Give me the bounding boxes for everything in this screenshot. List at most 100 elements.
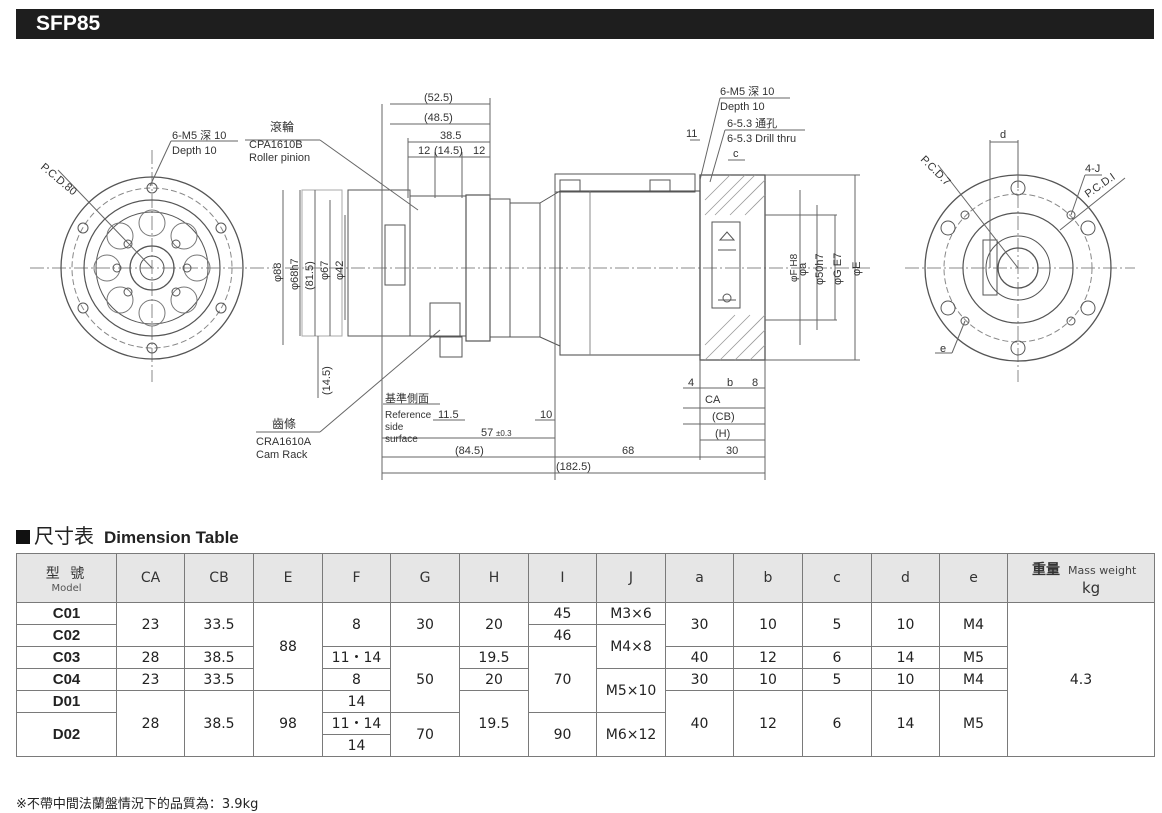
cell-d: 10 [871,602,940,647]
dim-12b: 12 [473,145,485,157]
header-d: d [871,553,940,603]
dim-phi68h7: φ68h7 [289,258,301,290]
table-row: D01 98 [16,690,1155,757]
dim-phi67: φ67 [319,261,331,280]
cell-model-c04: C04 [16,668,117,691]
label-pcd7: P.C.D.7 [918,154,953,189]
dim-48-5: (48.5) [424,112,453,124]
cell-cb: 33.5 [184,602,254,647]
cell-ca: 28 [116,690,185,757]
header-ca: CA [116,553,185,603]
cell-g: 50 [390,646,460,713]
cell-b: 12 [733,646,803,669]
cell-a: 30 [665,668,734,691]
cell-model-c01: C01 [16,602,117,625]
cell-i: 45 [528,602,597,625]
header-j: J [596,553,666,603]
technical-drawing: P.C.D.80 6-M5 深 10 Depth 10 滾輪 CPA1610B … [30,85,1135,480]
label-4j: 4-J [1085,163,1100,175]
header-e-upper: E [253,553,323,603]
label-roller-en: Roller pinion [249,152,310,164]
dim-H: (H) [715,428,730,440]
dim-CB: (CB) [712,411,735,423]
dim-CA: CA [705,394,721,406]
label-rack-en: Cam Rack [256,449,308,461]
dim-b: b [727,377,733,389]
cell-i: 70 [528,646,597,713]
cell-a: 40 [665,646,734,669]
dim-phiE: φE [851,262,863,276]
cell-model-c02: C02 [16,624,117,647]
dim-57-tol: ±0.3 [496,429,512,438]
dim-phiG: φG E7 [832,253,844,285]
cell-e-upper: 98 [253,690,323,757]
header-b: b [733,553,803,603]
table-row: C04 23 33.5 8 20 M5×10 30 10 5 10 M4 [16,668,1155,713]
cell-h: 20 [459,668,529,691]
header-h: H [459,553,529,603]
cell-d: 14 [871,690,940,757]
cell-c: 6 [802,646,872,669]
table-row: C01 23 33.5 88 8 30 20 45 M3×6 30 10 5 1… [16,602,1155,757]
footnote: ※不帶中間法蘭盤情況下的品質為：3.9kg [16,797,259,812]
cell-d: 10 [871,668,940,691]
square-bullet-icon [16,530,30,544]
cell-i: 46 [528,624,597,647]
cell-b: 10 [733,602,803,647]
product-title-bar: SFP85 [16,9,1154,39]
dim-phi50h7: φ50h7 [814,253,826,285]
cell-j: M4×8 [596,624,666,669]
dim-12a: 12 [418,145,430,157]
cell-mass: 4.3 [1007,602,1155,757]
cell-model-c03: C03 [16,646,117,669]
header-f: F [322,553,391,603]
dim-30: 30 [726,445,738,457]
dim-phiF: φF H8 [789,253,800,282]
table-row: D02 M6×12 [16,712,1155,757]
cell-ca: 23 [116,602,185,647]
cell-c: 6 [802,690,872,757]
label-ref-zh: 基準側面 [385,391,429,405]
dim-c: c [733,148,739,160]
cell-h: 20 [459,602,529,647]
header-g: G [390,553,460,603]
header-e-lower: e [939,553,1008,603]
dim-d: d [1000,129,1006,141]
dim-57: 57 [481,427,493,439]
label-pcdi: P.C.D.I [1083,171,1118,200]
front-view-right [905,140,1135,382]
cell-e: M4 [939,602,1008,647]
cell-model-d02: D02 [16,712,117,757]
cell-f: 14 [322,690,391,713]
label-rack-zh: 齒條 [272,417,296,431]
table-row: 14 [17,734,1155,757]
cell-cb: 33.5 [184,668,254,691]
cell-a: 40 [665,690,734,757]
dim-phi88: φ88 [272,263,284,282]
dim-phi42: φ42 [334,261,346,280]
cell-f: 11・14 [322,712,391,735]
header-a: a [665,553,734,603]
dim-phia: φa [797,262,809,276]
header-c: c [802,553,872,603]
front-view-left [30,140,275,382]
label-depth-flange: Depth 10 [720,101,765,113]
cell-f: 8 [322,602,391,647]
dim-4: 4 [688,377,694,389]
cell-ca: 28 [116,646,185,669]
cell-e: M4 [939,668,1008,691]
table-row: C02 46 M4×8 [16,624,1155,669]
cell-b: 12 [733,690,803,757]
section-title-zh: 尺寸表 [34,524,94,548]
cell-j: M3×6 [596,602,666,625]
cell-j: M5×10 [596,668,666,713]
dim-11: 11 [686,128,697,140]
dim-8: 8 [752,377,758,389]
dim-52-5: (52.5) [424,92,453,104]
cell-c: 5 [802,668,872,691]
cell-j: M6×12 [596,712,666,757]
